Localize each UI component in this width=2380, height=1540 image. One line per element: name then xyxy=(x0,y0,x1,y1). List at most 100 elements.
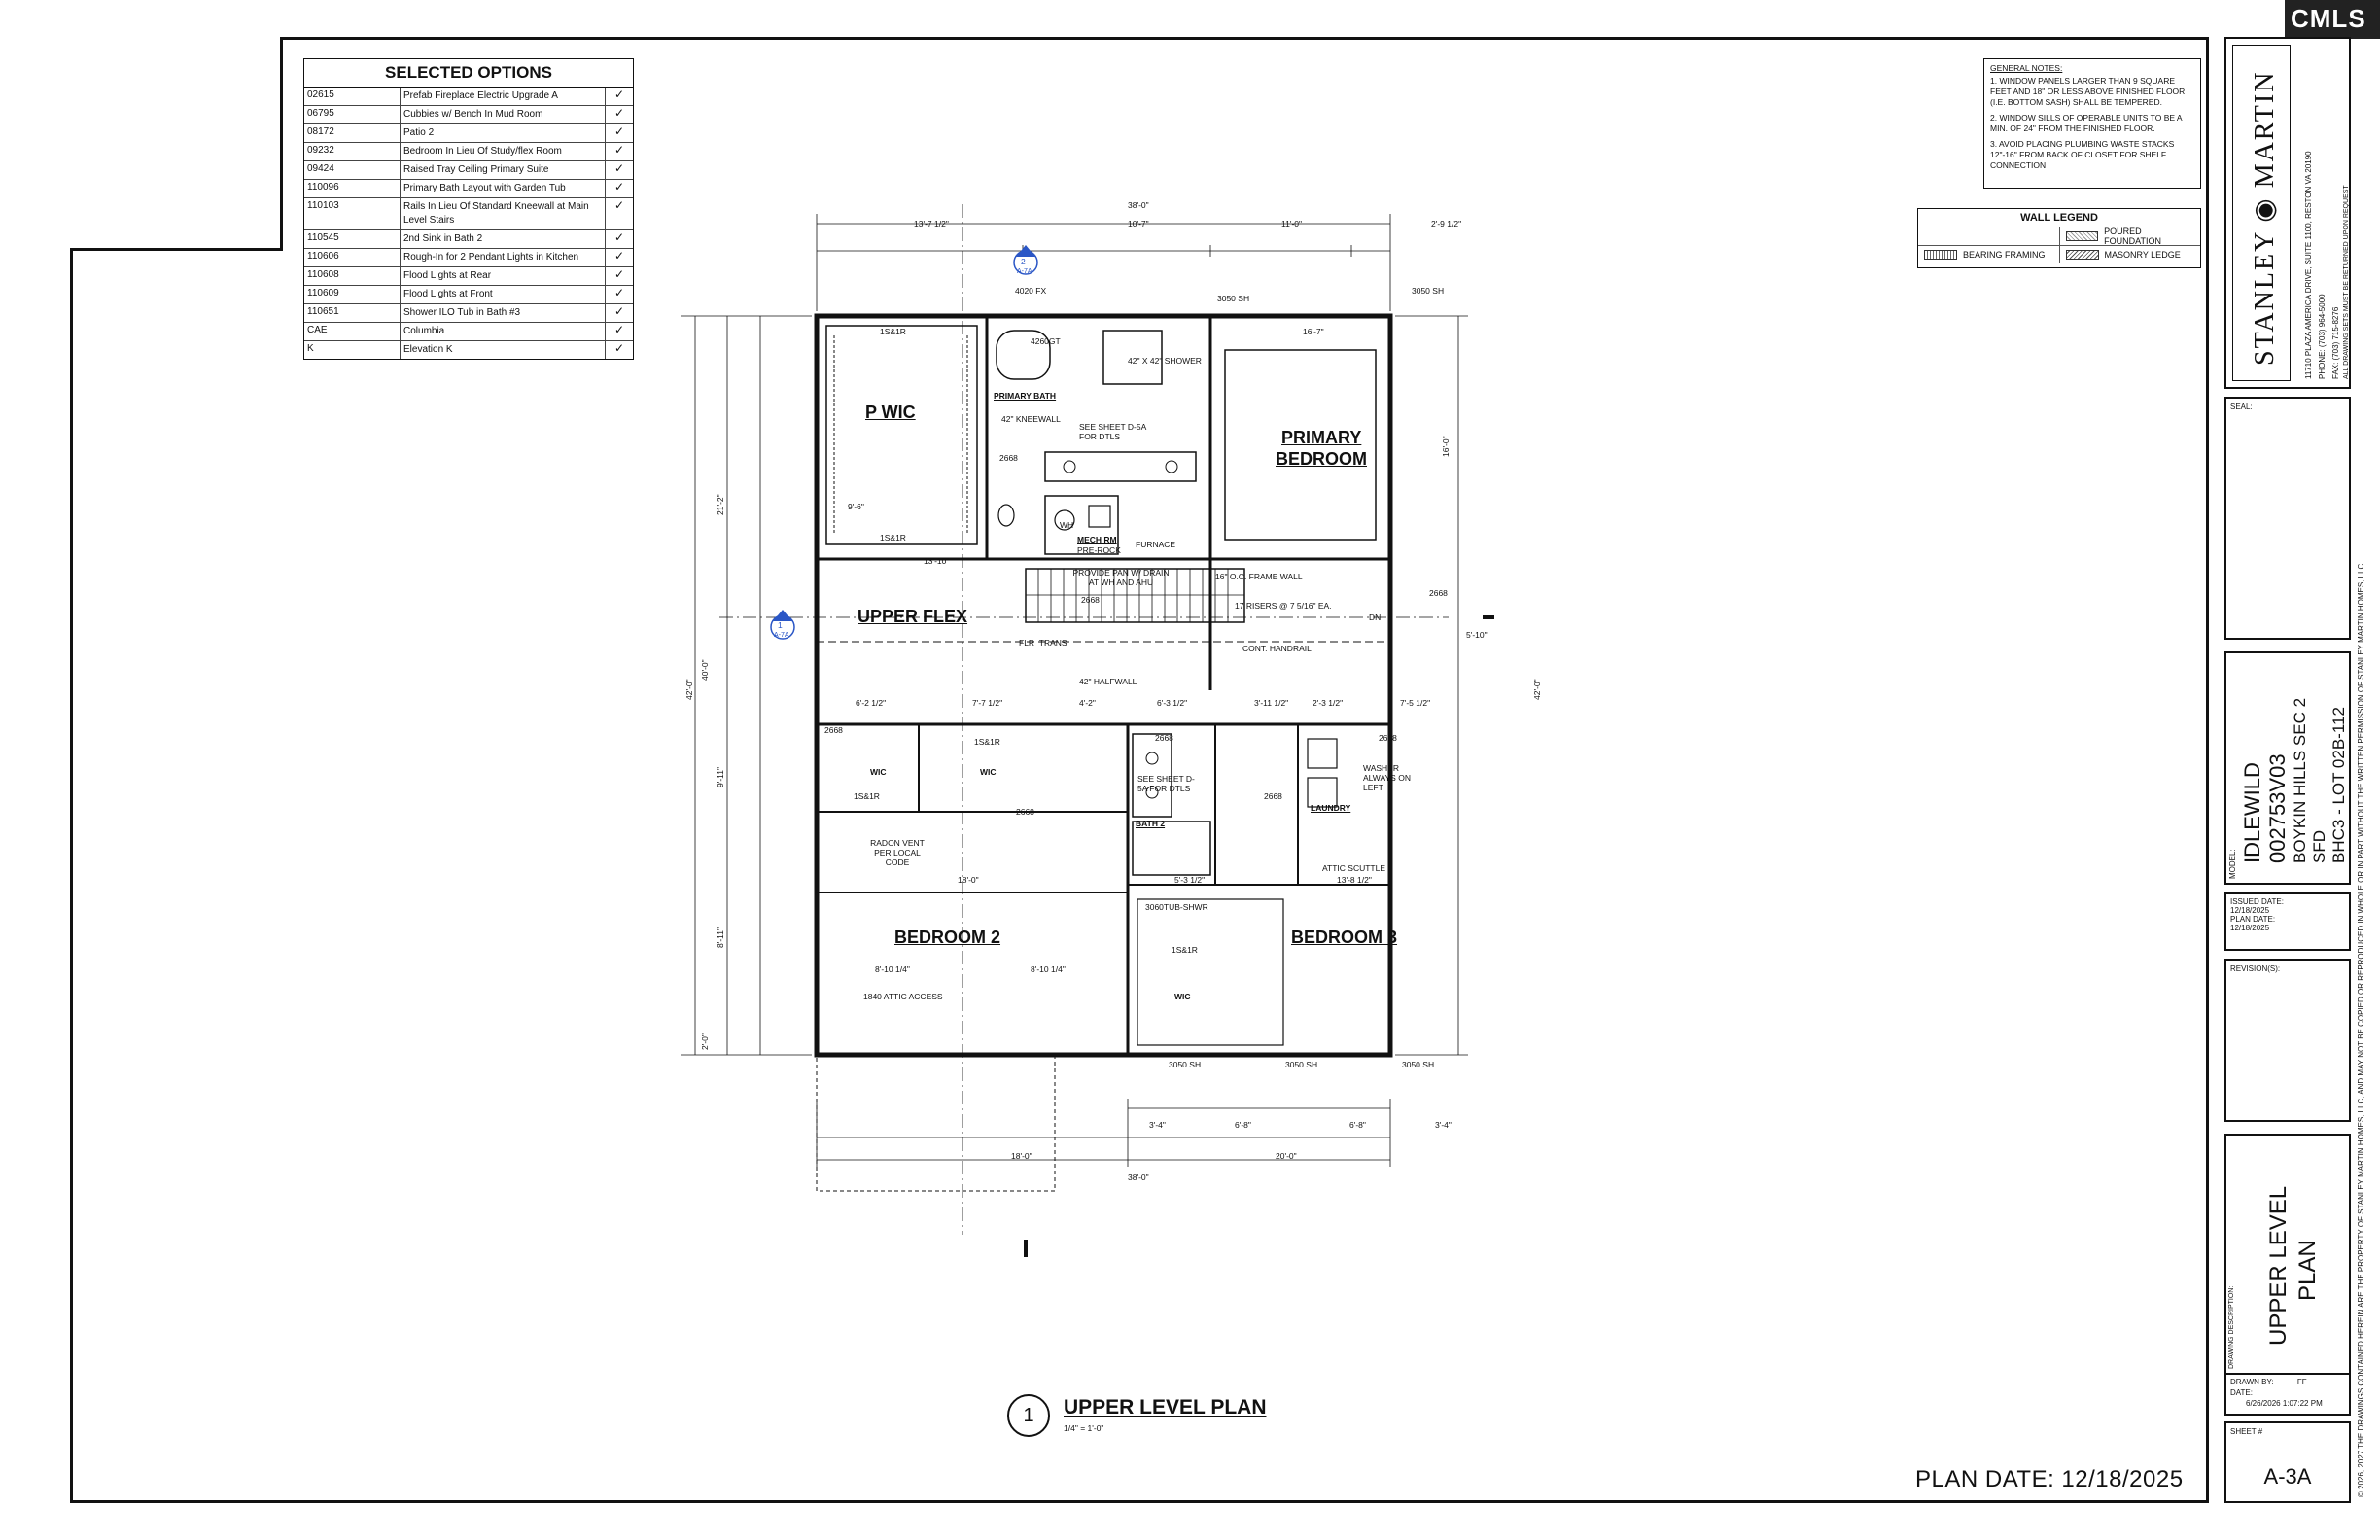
drawn-by-label: DRAWN BY: xyxy=(2230,1378,2274,1386)
pan-note: PROVIDE PAN W/ DRAIN AT WH AND AHU xyxy=(1072,568,1170,587)
masonry-ledge-label: MASONRY LEDGE xyxy=(2104,250,2181,260)
check-icon: ✓ xyxy=(613,198,625,212)
upper-level-floor-plan xyxy=(681,204,1494,1257)
shelf-label: 1S&1R xyxy=(880,533,906,542)
water-heater-label: WH xyxy=(1060,520,1074,530)
section-tag: A-7A xyxy=(774,632,789,639)
cmls-logo-text: CMLS xyxy=(2291,4,2366,33)
dim-bottom: 6'-8" xyxy=(1349,1120,1366,1130)
general-note: 3. AVOID PLACING PLUMBING WASTE STACKS 1… xyxy=(1990,139,2175,170)
option-code: 06795 xyxy=(304,106,401,123)
option-description: Shower ILO Tub in Bath #3 xyxy=(401,304,606,322)
poured-foundation-swatch xyxy=(2065,231,2099,241)
water-heater xyxy=(1054,509,1075,531)
dim-interior: 8'-10 1/4" xyxy=(875,964,910,974)
option-description: Elevation K xyxy=(401,341,606,359)
door-tag: 2668 xyxy=(999,453,1018,463)
option-code: 09424 xyxy=(304,161,401,179)
room-label-wic: WIC xyxy=(870,767,887,777)
dim-interior: 5'-3 1/2" xyxy=(1174,875,1206,885)
room-label-primary-bath: PRIMARY BATH xyxy=(994,391,1057,401)
cmls-logo: CMLS xyxy=(2285,0,2380,39)
check-icon: ✓ xyxy=(613,106,625,120)
dim-top: 10'-7" xyxy=(1128,219,1149,228)
option-description: Rails In Lieu Of Standard Kneewall at Ma… xyxy=(401,198,606,229)
door-tag: 2668 xyxy=(1081,595,1100,605)
window-tag: 3050 SH xyxy=(1169,1060,1202,1069)
door-tag: 2668 xyxy=(1016,807,1034,817)
company-phone: PHONE: (703) 964-5000 xyxy=(2318,294,2327,379)
room-label-wic: WIC xyxy=(980,767,997,777)
dim-bottom: 3'-4" xyxy=(1435,1120,1452,1130)
option-description: Bedroom In Lieu Of Study/flex Room xyxy=(401,143,606,160)
check-icon: ✓ xyxy=(613,323,625,336)
lot-number: BHC3 - LOT 02B-112 xyxy=(2329,707,2348,863)
attic-access: 1840 ATTIC ACCESS xyxy=(863,992,943,1001)
tub-label: 4260GT xyxy=(1031,336,1061,346)
drawing-description: PLAN xyxy=(2294,1240,2321,1301)
handrail-label: CONT. HANDRAIL xyxy=(1242,644,1312,653)
check-icon: ✓ xyxy=(613,249,625,262)
check-icon: ✓ xyxy=(613,304,625,318)
option-code: 110545 xyxy=(304,230,401,248)
date-value: 6/26/2026 1:07:22 PM xyxy=(2246,1399,2323,1408)
shelf-label: 1S&1R xyxy=(1172,945,1198,955)
door-tag: 2668 xyxy=(1155,733,1173,743)
seal-block: SEAL: xyxy=(2224,397,2351,640)
general-note: 2. WINDOW SILLS OF OPERABLE UNITS TO BE … xyxy=(1990,113,2183,133)
option-description: Primary Bath Layout with Garden Tub xyxy=(401,180,606,197)
dim-interior: 16'-0" xyxy=(1441,436,1451,457)
shower-label: 42" X 42" SHOWER xyxy=(1128,356,1202,366)
room-label-primary-bedroom: BEDROOM xyxy=(1276,449,1367,469)
wall-legend-title: WALL LEGEND xyxy=(1918,209,2200,228)
dim-interior: 3'-11 1/2" xyxy=(1254,698,1289,708)
cmls-logo-icon xyxy=(2285,0,2380,39)
attic-scuttle: ATTIC SCUTTLE xyxy=(1322,863,1386,873)
plan-number: 1 xyxy=(1023,1405,1034,1426)
option-description: Columbia xyxy=(401,323,606,340)
revisions-block: REVISION(S): xyxy=(2224,959,2351,1122)
selected-options-title: SELECTED OPTIONS xyxy=(304,59,633,88)
door-tag: 2668 xyxy=(1429,588,1448,598)
dim-top: 2'-9 1/2" xyxy=(1431,219,1462,228)
dim-overall-width: 38'-0" xyxy=(1128,200,1149,210)
section-number: 1 xyxy=(778,620,783,630)
option-code: 02615 xyxy=(304,88,401,105)
issued-date: 12/18/2025 xyxy=(2230,906,2270,915)
home-type: SFD xyxy=(2310,830,2328,863)
option-code: 110103 xyxy=(304,198,401,229)
drawing-description-label: DRAWING DESCRIPTION: xyxy=(2228,1285,2235,1369)
room-label-bedroom2: BEDROOM 2 xyxy=(894,928,1001,947)
option-code: 110609 xyxy=(304,286,401,303)
garden-tub xyxy=(996,330,1051,380)
general-note: 1. WINDOW PANELS LARGER THAN 9 SQUARE FE… xyxy=(1990,76,2186,107)
company-logo-frame xyxy=(2232,45,2291,381)
dim-bottom: 6'-8" xyxy=(1235,1120,1251,1130)
drawing-frame xyxy=(70,37,2209,1503)
issued-date-label: ISSUED DATE: xyxy=(2230,897,2284,906)
plan-date-label: PLAN DATE: xyxy=(2230,915,2276,924)
bath2-tub xyxy=(1132,821,1211,876)
option-description: Flood Lights at Front xyxy=(401,286,606,303)
dim-bottom: 18'-0" xyxy=(1011,1151,1032,1161)
dim-left: 2'-0" xyxy=(700,1033,710,1050)
model-block: MODEL: IDLEWILD 002753V03 BOYKIN HILLS S… xyxy=(2224,651,2351,885)
check-icon: ✓ xyxy=(613,341,625,355)
washer xyxy=(1307,738,1338,769)
section-tag: A-7A xyxy=(1017,268,1032,275)
masonry-ledge-swatch xyxy=(2065,250,2099,260)
shower xyxy=(1102,330,1163,385)
option-code: 08172 xyxy=(304,124,401,142)
check-icon: ✓ xyxy=(613,180,625,193)
dim-interior: 13'-10" xyxy=(924,556,950,566)
door-tag: 2668 xyxy=(1379,733,1397,743)
dim-interior: 9'-6" xyxy=(848,502,864,511)
pwic-room xyxy=(825,325,978,545)
